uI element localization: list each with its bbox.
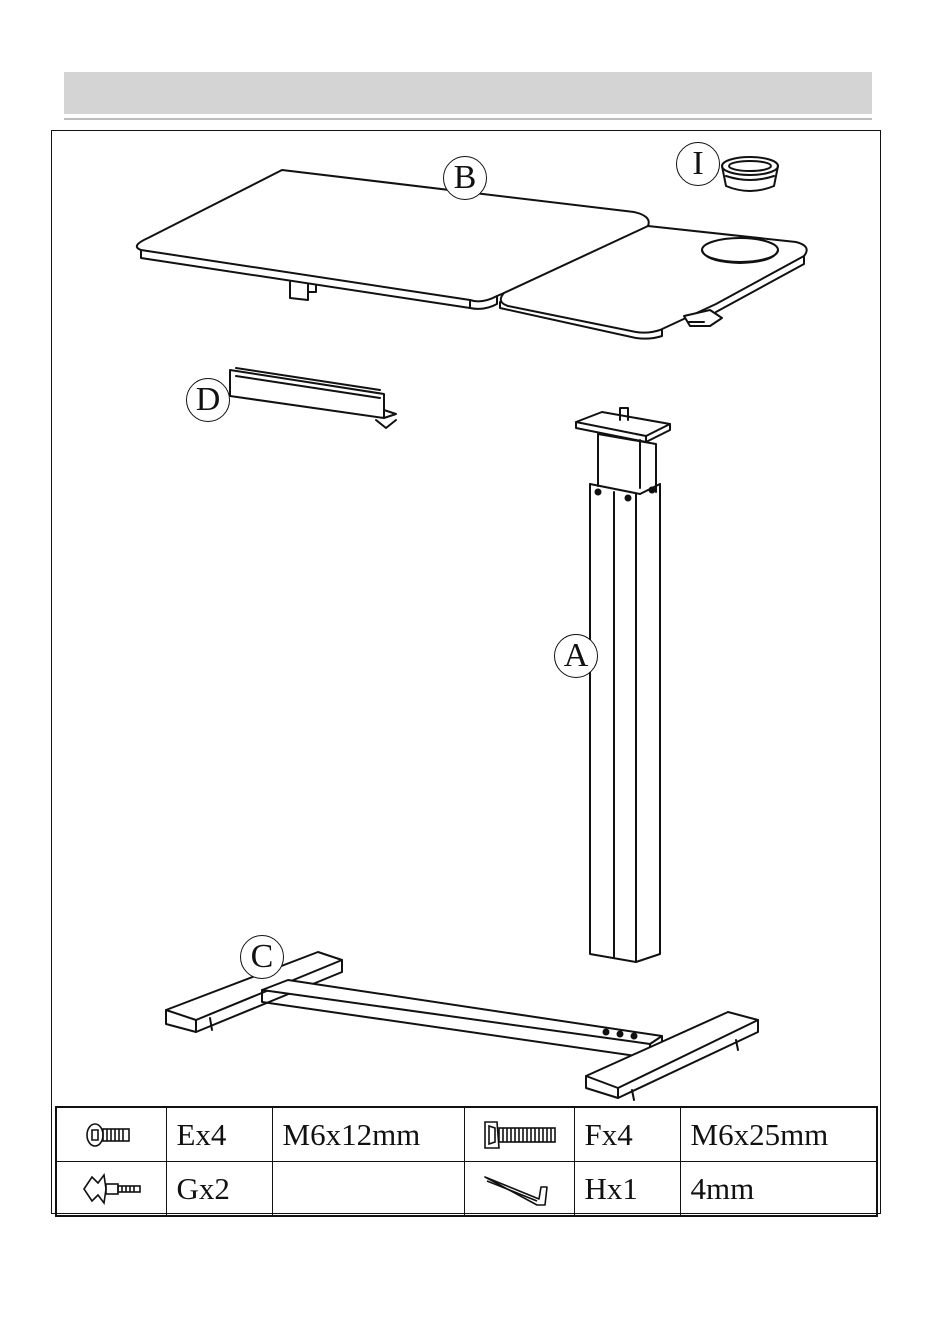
- hardware-spec: [272, 1162, 464, 1217]
- table-row: Gx2 Hx1 4mm: [56, 1162, 877, 1217]
- table-row: Ex4 M6x12mm Fx4 M6x25mm: [56, 1107, 877, 1162]
- hardware-spec: 4mm: [680, 1162, 877, 1217]
- wing-knob-screw-icon: [56, 1162, 166, 1217]
- hardware-code: Hx1: [574, 1162, 680, 1217]
- hardware-code: Gx2: [166, 1162, 272, 1217]
- allen-key-icon: [464, 1162, 574, 1217]
- hardware-table: Ex4 M6x12mm Fx4 M6x25mm: [55, 1106, 878, 1217]
- hardware-code: Ex4: [166, 1107, 272, 1162]
- part-label-d: D: [186, 378, 230, 422]
- hardware-code: Fx4: [574, 1107, 680, 1162]
- part-label-a: A: [554, 634, 598, 678]
- column-drawing: [576, 408, 670, 962]
- flat-head-bolt-icon: [56, 1107, 166, 1162]
- bracket-drawing: [230, 368, 396, 428]
- part-label-i: I: [676, 142, 720, 186]
- cup-holder-drawing: [722, 157, 778, 191]
- knob-bolt-icon: [464, 1107, 574, 1162]
- hardware-spec: M6x25mm: [680, 1107, 877, 1162]
- part-label-b: B: [443, 156, 487, 200]
- hardware-spec: M6x12mm: [272, 1107, 464, 1162]
- part-label-c: C: [240, 935, 284, 979]
